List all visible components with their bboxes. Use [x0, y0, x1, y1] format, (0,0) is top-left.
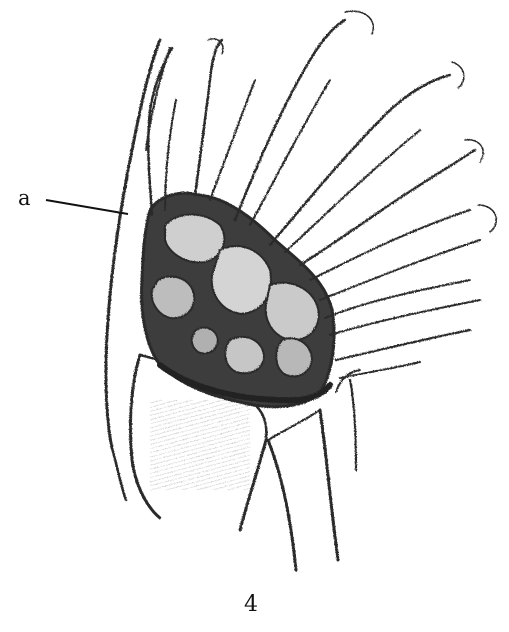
- carpal-bones: [142, 193, 334, 407]
- pisiform: [192, 328, 218, 354]
- lunate: [225, 337, 264, 373]
- figure-number: 4: [244, 592, 258, 617]
- trapezium: [152, 276, 195, 318]
- label-a: a: [18, 186, 31, 210]
- capitate: [212, 246, 271, 314]
- leader-line-a: [46, 200, 128, 214]
